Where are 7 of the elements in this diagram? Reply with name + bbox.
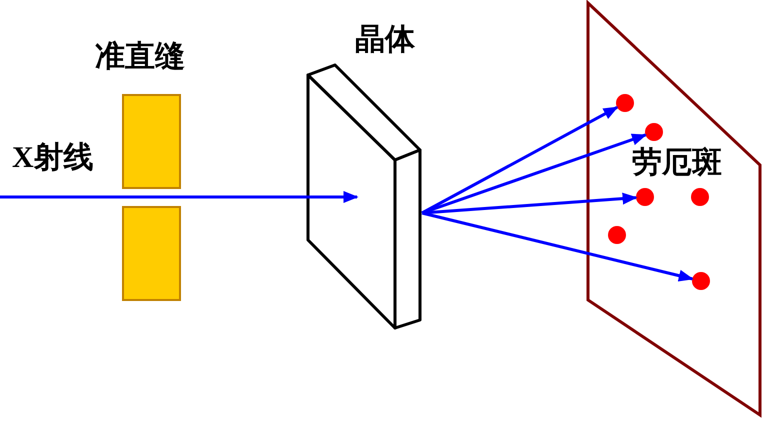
diffracted-ray-arrow [422, 212, 694, 282]
collimator-label: 准直缝 [95, 42, 185, 72]
x-ray-label: X射线 [12, 143, 94, 173]
diffracted-ray-arrow [421, 106, 618, 214]
crystal-label: 晶体 [355, 25, 415, 55]
x-ray-arrow [0, 191, 358, 203]
spot-label: 劳厄斑 [632, 148, 722, 178]
